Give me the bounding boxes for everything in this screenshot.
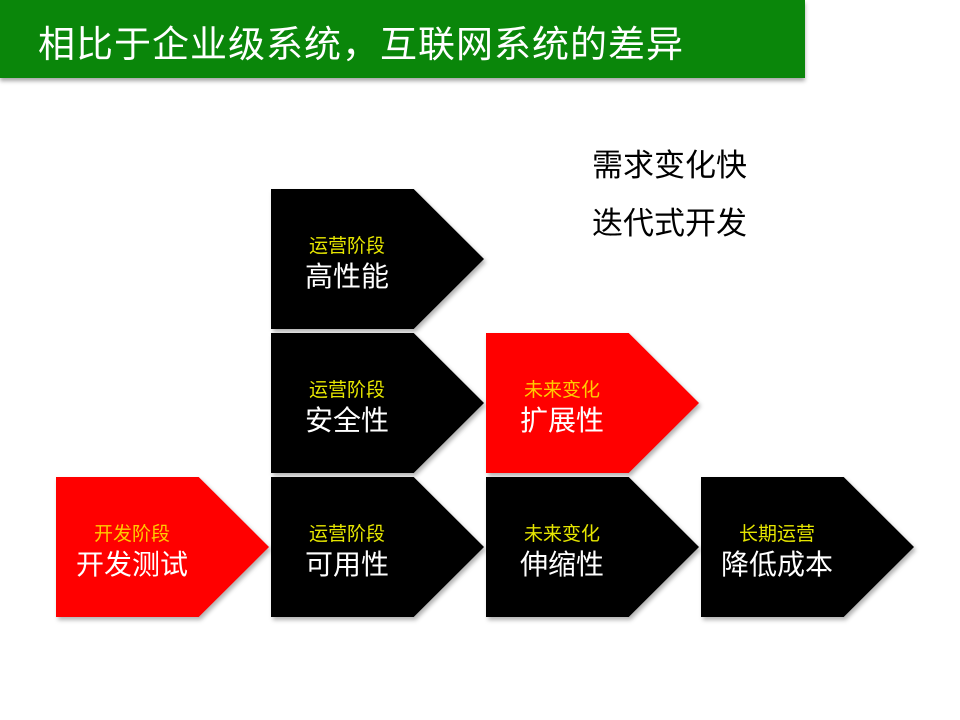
- arrow-scalability: 未来变化伸缩性: [486, 477, 699, 617]
- arrow-dev-testing: 开发阶段开发测试: [56, 477, 269, 617]
- arrow-phase: 运营阶段: [308, 379, 385, 401]
- note-iterative: 迭代式开发: [592, 206, 747, 242]
- arrow-label: 可用性: [304, 548, 389, 581]
- slide-title: 相比于企业级系统，互联网系统的差异: [38, 23, 684, 66]
- arrow-label: 伸缩性: [519, 548, 604, 581]
- arrow-high-performance: 运营阶段高性能: [271, 189, 484, 329]
- arrow-phase: 未来变化: [523, 379, 600, 401]
- arrow-phase: 开发阶段: [93, 523, 170, 545]
- arrow-label: 降低成本: [720, 548, 833, 581]
- arrow-phase: 未来变化: [523, 523, 600, 545]
- arrow-availability: 运营阶段可用性: [271, 477, 484, 617]
- arrow-phase: 运营阶段: [308, 235, 385, 257]
- arrow-label: 高性能: [304, 260, 389, 293]
- arrow-security: 运营阶段安全性: [271, 333, 484, 473]
- arrow-reduce-cost: 长期运营降低成本: [701, 477, 914, 617]
- arrow-phase: 长期运营: [738, 523, 815, 545]
- arrow-label: 扩展性: [519, 404, 604, 437]
- note-requirements: 需求变化快: [592, 148, 747, 184]
- arrow-label: 开发测试: [75, 548, 188, 581]
- arrow-extensibility: 未来变化扩展性: [486, 333, 699, 473]
- arrow-phase: 运营阶段: [308, 523, 385, 545]
- arrow-label: 安全性: [304, 404, 389, 437]
- title-bar: 相比于企业级系统，互联网系统的差异: [0, 0, 805, 78]
